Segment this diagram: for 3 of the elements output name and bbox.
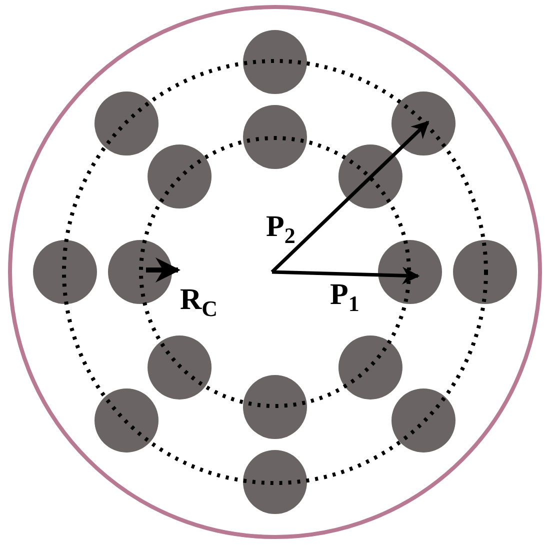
symbol-label: R$_{C}$ xyxy=(180,285,218,320)
symbol-label: P$_{2}$ xyxy=(266,212,296,247)
symbol-label: P$_{1}$ xyxy=(330,280,360,315)
